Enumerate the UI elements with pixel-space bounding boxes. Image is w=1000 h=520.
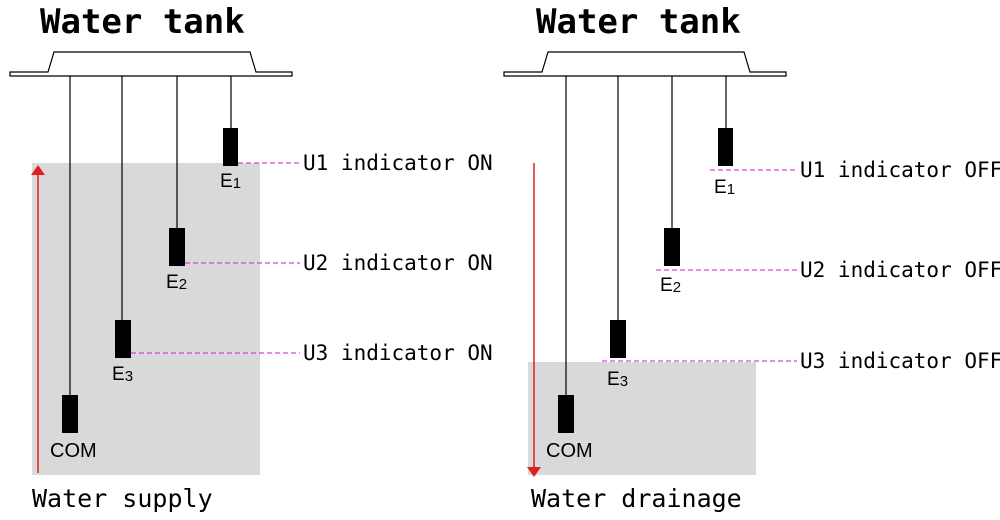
right-e1-label: E1 — [714, 177, 735, 198]
left-e1-label: E1 — [220, 171, 241, 192]
right-u1-indicator: U1 indicator OFF — [800, 158, 1000, 182]
left-e2-label: E2 — [166, 272, 187, 293]
left-tank-lid — [9, 51, 293, 77]
left-panel: Water tank E1 E2 E3 COM U1 indicator ON … — [9, 2, 493, 513]
left-u2-indicator: U2 indicator ON — [303, 251, 493, 275]
right-e3-label: E3 — [607, 369, 628, 390]
right-title: Water tank — [536, 2, 741, 42]
left-e1-probe — [223, 128, 238, 166]
left-e3-probe — [115, 320, 131, 358]
right-u3-indicator: U3 indicator OFF — [800, 349, 1000, 373]
right-u2-indicator: U2 indicator OFF — [800, 258, 1000, 282]
left-com-label: COM — [50, 440, 97, 462]
left-u1-indicator: U1 indicator ON — [303, 151, 493, 175]
left-title: Water tank — [40, 2, 245, 42]
right-panel: Water tank E1 E2 E3 COM U1 indicator OFF… — [503, 2, 1000, 513]
right-e1-probe — [718, 128, 733, 166]
left-u3-indicator: U3 indicator ON — [303, 341, 493, 365]
right-tank-lid — [503, 51, 787, 77]
right-caption: Water drainage — [531, 484, 742, 513]
left-e2-probe — [169, 228, 185, 266]
left-caption: Water supply — [32, 484, 213, 513]
right-com-label: COM — [546, 440, 593, 462]
right-e2-probe — [664, 228, 680, 266]
right-com-probe — [558, 395, 574, 433]
left-com-probe — [62, 395, 78, 433]
left-e3-label: E3 — [112, 364, 133, 385]
right-e2-label: E2 — [660, 275, 681, 296]
right-e3-probe — [610, 320, 626, 358]
